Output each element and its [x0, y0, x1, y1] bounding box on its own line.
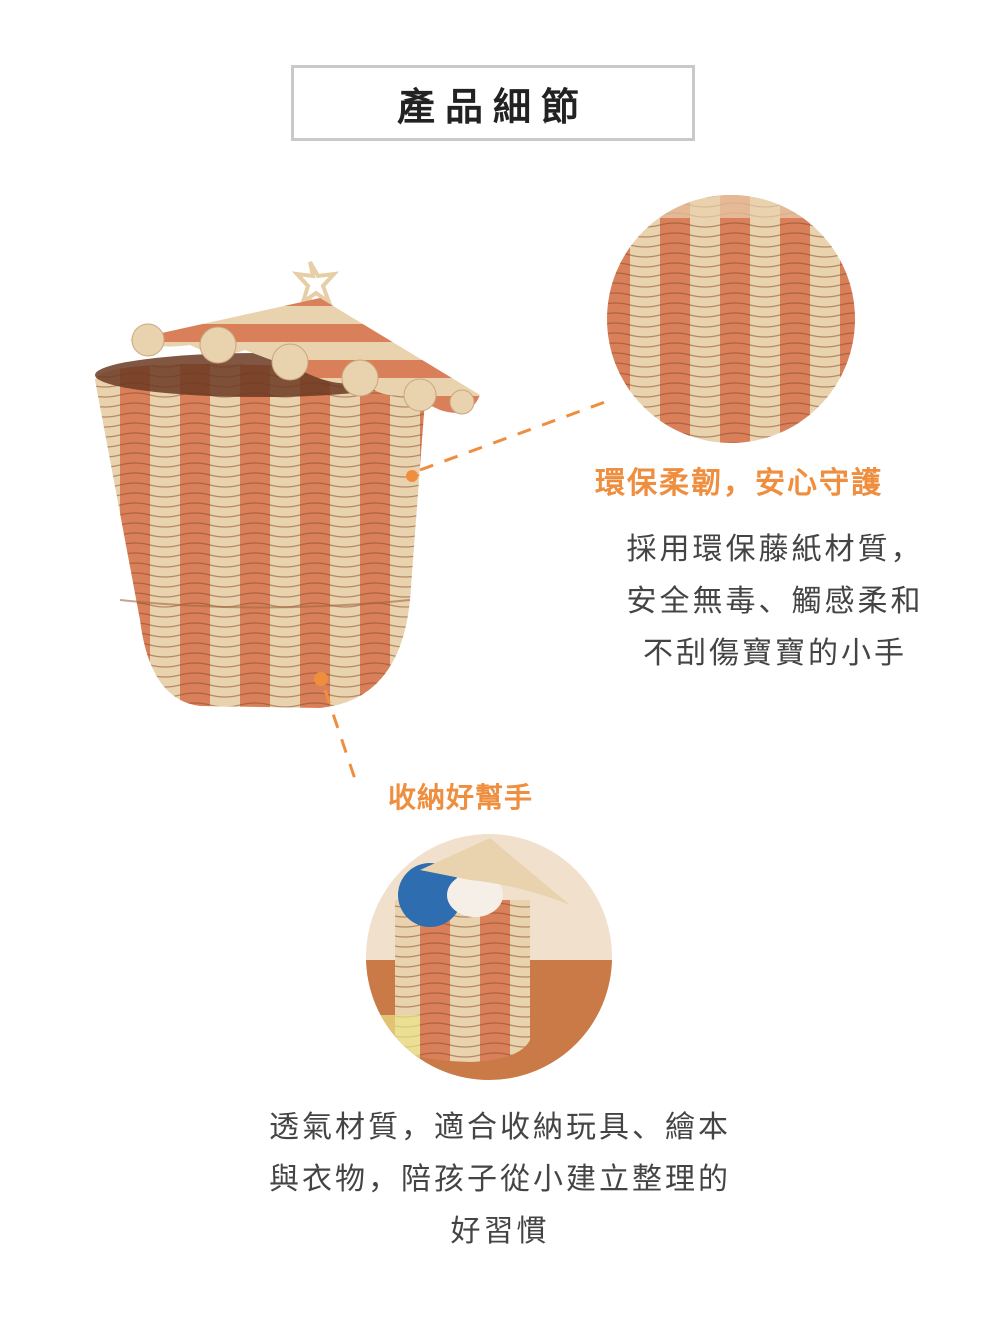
feature2-heading: 收納好幫手 — [388, 781, 534, 814]
feature2-line: 透氣材質，適合收納玩具、繪本 — [269, 1110, 731, 1145]
detail-circle-storage — [366, 834, 612, 1080]
feature2-description: 透氣材質，適合收納玩具、繪本 與衣物，陪孩子從小建立整理的 好習慣 — [200, 1102, 800, 1258]
connector-lines — [323, 400, 606, 786]
feature2-line: 與衣物，陪孩子從小建立整理的 — [269, 1162, 731, 1197]
feature1-heading: 環保柔韌，安心守護 — [595, 466, 883, 501]
basket-main-image — [95, 261, 480, 708]
feature1-line: 安全無毒、觸感柔和 — [626, 584, 924, 619]
feature1-line: 採用環保藤紙材質， — [626, 532, 924, 567]
feature1-line: 不刮傷寶寶的小手 — [643, 636, 907, 671]
page-title: 產品細節 — [396, 84, 589, 129]
feature2-line: 好習慣 — [450, 1214, 550, 1249]
title-box: 產品細節 — [291, 65, 695, 141]
detail-circle-weave — [607, 195, 855, 443]
feature1-description: 採用環保藤紙材質， 安全無毒、觸感柔和 不刮傷寶寶的小手 — [560, 524, 990, 680]
